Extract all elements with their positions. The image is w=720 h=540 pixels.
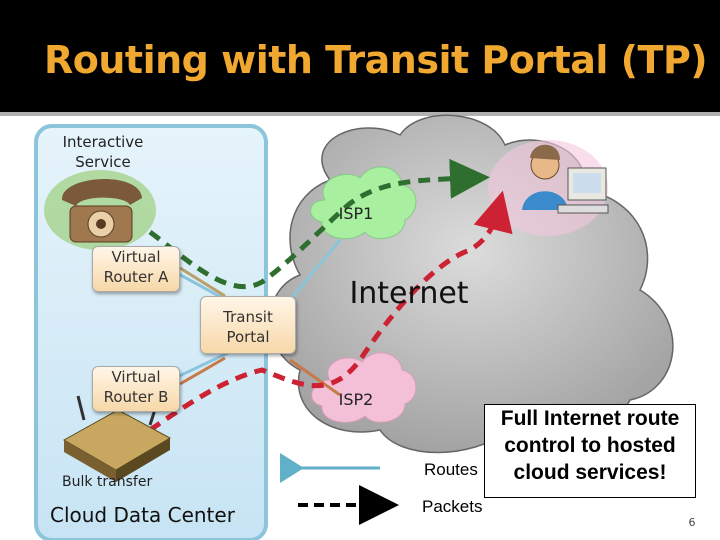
legend-routes-label: Routes bbox=[424, 460, 478, 479]
transit-portal: Transit Portal bbox=[200, 296, 296, 354]
virtual-router-b: Virtual Router B bbox=[92, 366, 180, 412]
isp1-cloud bbox=[310, 166, 417, 240]
slide-title: Routing with Transit Portal (TP) bbox=[44, 38, 708, 82]
virtual-router-a: Virtual Router A bbox=[92, 246, 180, 292]
user-at-computer-icon bbox=[522, 144, 609, 214]
interactive-service-label: Interactive Service bbox=[62, 133, 144, 171]
title-bar bbox=[0, 0, 720, 112]
isp1-label: ISP1 bbox=[338, 204, 374, 223]
route-links bbox=[174, 239, 342, 397]
router-device-icon bbox=[62, 395, 172, 482]
isp2-label: ISP2 bbox=[338, 390, 374, 409]
bulk-transfer-label: Bulk transfer bbox=[62, 474, 153, 490]
isp2-cloud bbox=[311, 352, 417, 423]
internet-label: Internet bbox=[349, 276, 469, 311]
legend-packets-label: Packets bbox=[422, 497, 483, 516]
title-rule bbox=[0, 112, 720, 116]
interactive-packet-path bbox=[148, 158, 490, 290]
telephone-icon bbox=[44, 170, 156, 250]
bulk-packet-path bbox=[148, 190, 513, 433]
cloud-data-center-label: Cloud Data Center bbox=[50, 503, 235, 527]
slide-number: 6 bbox=[688, 516, 696, 529]
callout-box: Full Internet route control to hosted cl… bbox=[484, 404, 696, 498]
